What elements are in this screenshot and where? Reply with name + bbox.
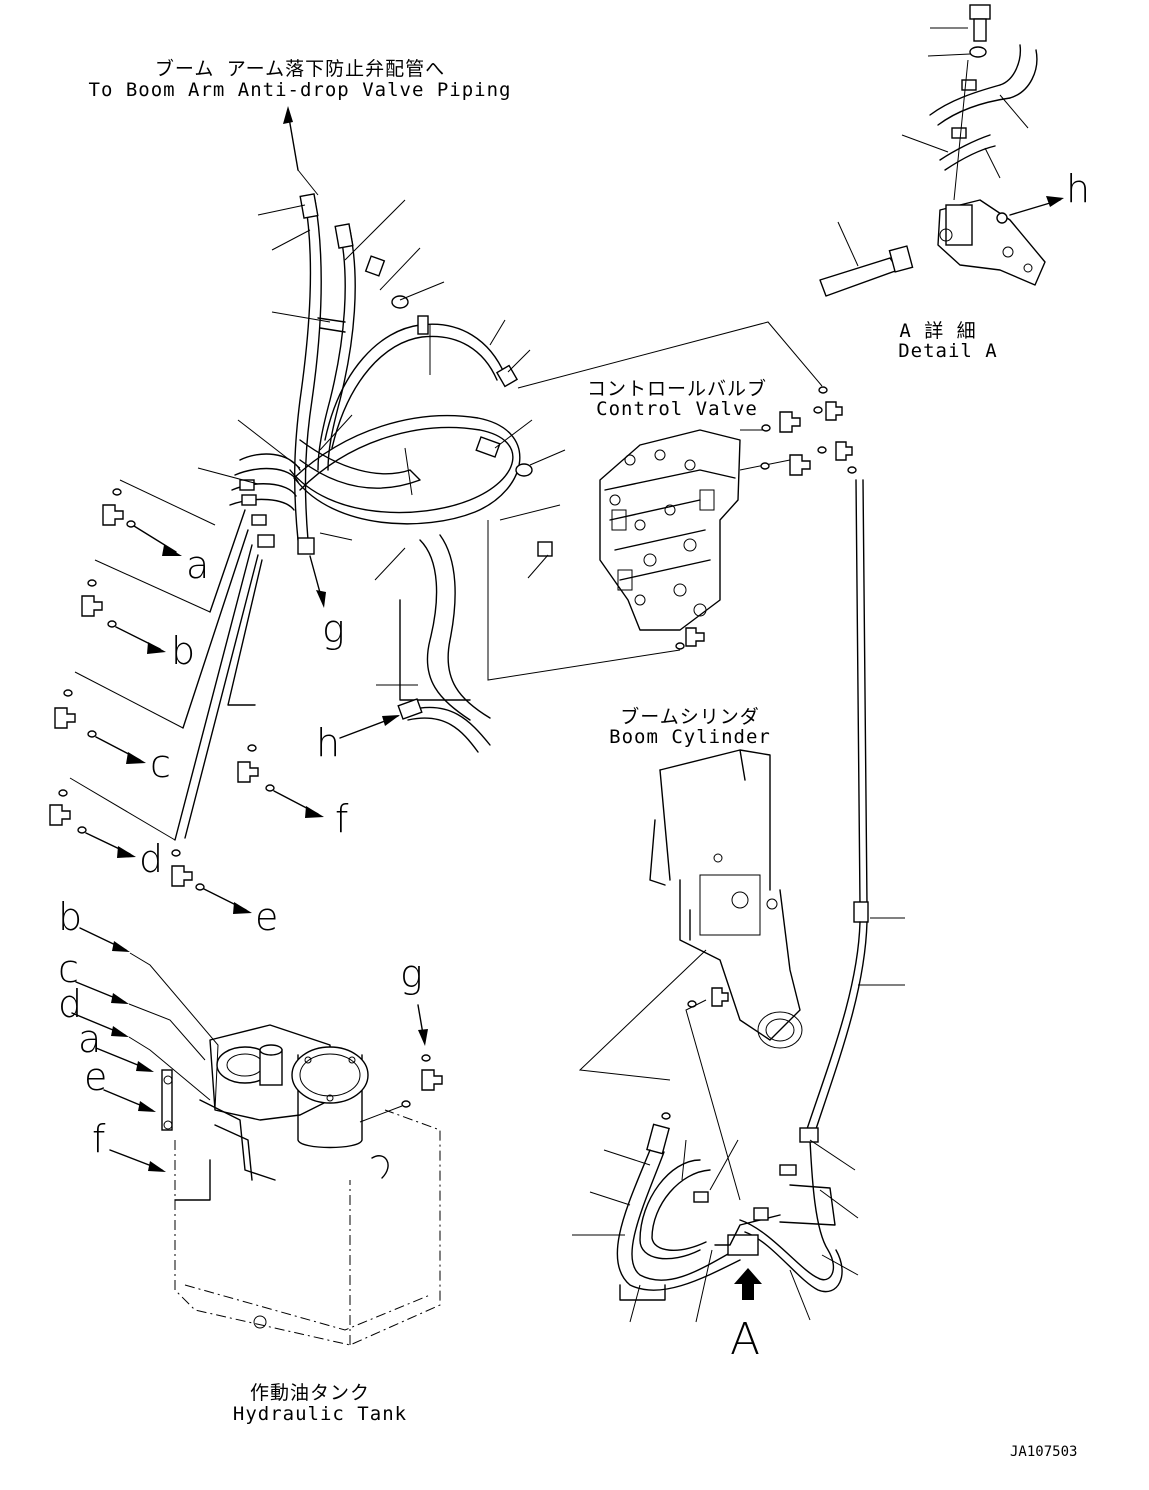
anti-drop-caption-jp: ブーム アーム落下防止弁配管へ — [154, 58, 446, 80]
control-valve-caption-en: Control Valve — [596, 398, 758, 420]
connection-letter-a: a — [186, 543, 210, 587]
detail-a-caption-jp: A 詳 細 — [899, 320, 977, 342]
tank-letter-d: d — [58, 982, 83, 1026]
detail-a-caption-en: Detail A — [898, 340, 998, 362]
tank-letter-f: f — [92, 1117, 106, 1161]
tank-letter-e: e — [84, 1055, 108, 1099]
connection-letter-f: f — [335, 797, 349, 841]
tank-letter-b: b — [58, 895, 83, 939]
boom-cylinder-caption-en: Boom Cylinder — [609, 726, 771, 748]
upper-hose-harness — [197, 106, 566, 753]
connection-letter-c: c — [150, 742, 171, 786]
hydraulic-tank-caption-jp: 作動油タンク — [249, 1382, 370, 1404]
connection-letter-d: d — [139, 837, 164, 881]
boom-cylinder-drawing — [578, 749, 803, 1201]
connection-letter-b: b — [171, 629, 196, 673]
bundle-pipes — [49, 479, 324, 914]
connection-letter-h-detail: h — [1066, 167, 1091, 211]
tank-letter-a: a — [78, 1017, 102, 1061]
right-long-pipe — [804, 479, 905, 1139]
connection-letter-g: g — [322, 607, 345, 651]
anti-drop-caption-en: To Boom Arm Anti-drop Valve Piping — [88, 79, 512, 101]
connection-letter-h: h — [316, 721, 341, 765]
lower-hose-assembly — [572, 1112, 859, 1323]
control-valve-drawing — [487, 321, 857, 681]
hydraulic-tank-drawing — [71, 927, 443, 1346]
hydraulic-tank-caption-en: Hydraulic Tank — [232, 1403, 408, 1425]
tank-letter-g: g — [400, 952, 423, 996]
view-a-letter: A — [730, 1314, 761, 1365]
drawing-number: JA107503 — [1010, 1444, 1078, 1460]
control-valve-caption-jp: コントロールバルブ — [586, 378, 767, 400]
connection-letter-e: e — [255, 895, 279, 939]
boom-cylinder-caption-jp: ブームシリンダ — [620, 706, 760, 728]
tank-letter-c: c — [58, 947, 79, 991]
detail-a-drawing — [819, 4, 1064, 297]
